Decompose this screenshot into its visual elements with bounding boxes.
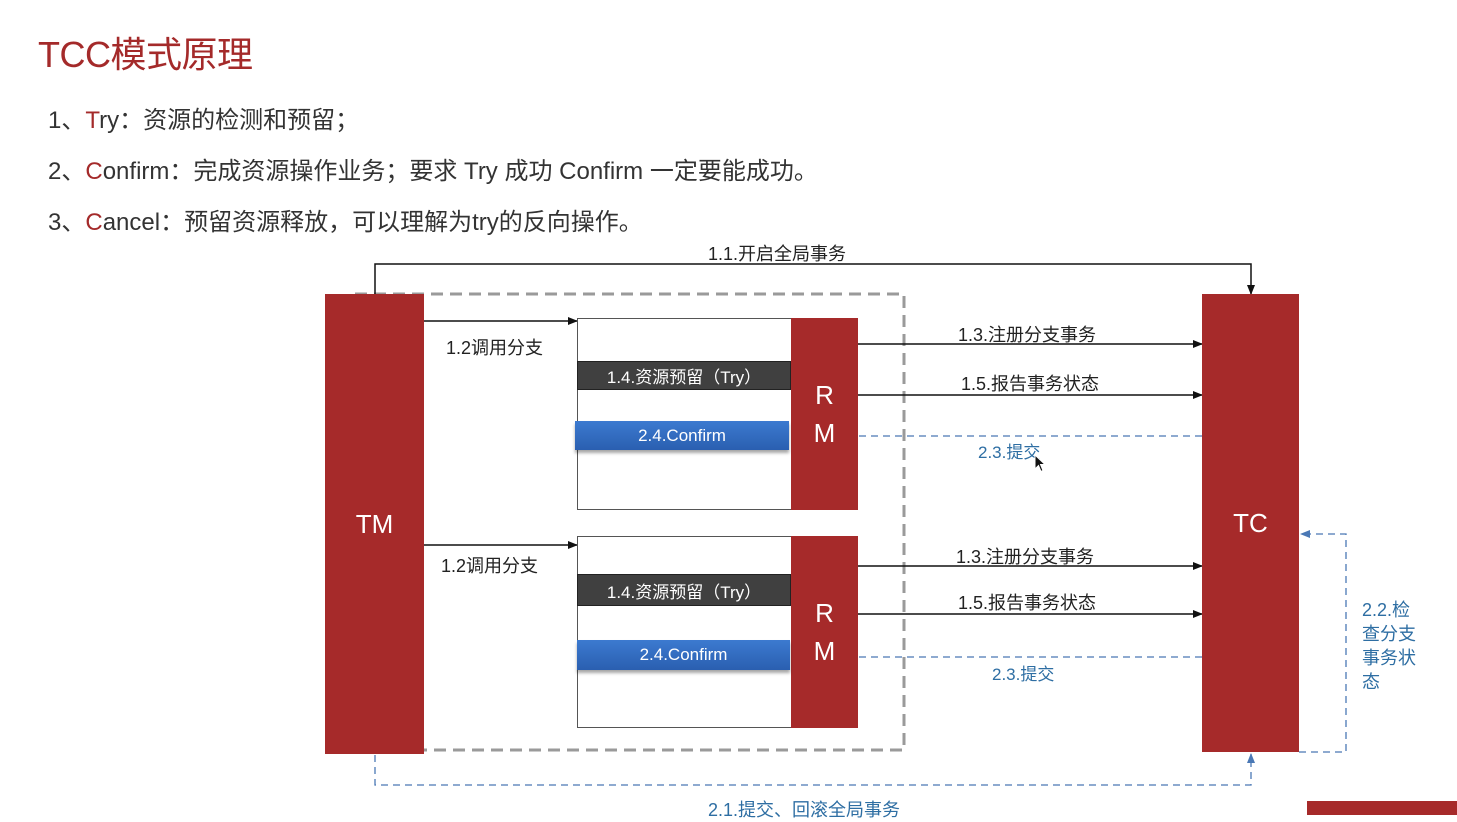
point-confirm: 2、Confirm：完成资源操作业务；要求 Try 成功 Confirm 一定要… xyxy=(48,158,818,185)
mouse-cursor-icon xyxy=(1034,454,1047,473)
footer-decoration xyxy=(1307,801,1457,815)
confirm-2: 2.4.Confirm xyxy=(577,640,790,670)
confirm-1: 2.4.Confirm xyxy=(575,421,789,450)
tm-box: TM xyxy=(325,294,424,754)
page-title: TCC模式原理 xyxy=(38,34,253,75)
commit-rollback-label: 2.1.提交、回滚全局事务 xyxy=(708,800,901,820)
global-transaction-boundary xyxy=(353,292,906,752)
register-branch-label-2: 1.3.注册分支事务 xyxy=(956,547,1095,567)
call-branch-label-1: 1.2调用分支 xyxy=(446,338,544,358)
point-cancel: 3、Cancel：预留资源释放，可以理解为try的反向操作。 xyxy=(48,209,643,236)
rm-box-1: R M xyxy=(791,318,858,510)
call-branch-label-2: 1.2调用分支 xyxy=(441,556,539,576)
rm-m-label: M xyxy=(813,418,836,448)
register-branch-label-1: 1.3.注册分支事务 xyxy=(958,325,1097,345)
rm-box-2: R M xyxy=(791,536,858,728)
commit-label-1: 2.3.提交 xyxy=(978,443,1041,462)
tc-box: TC xyxy=(1202,294,1299,752)
reserve-try-2: 1.4.资源预留（Try） xyxy=(577,574,791,606)
check-branch-arrow xyxy=(1299,530,1347,753)
report-status-label-1: 1.5.报告事务状态 xyxy=(961,374,1100,394)
branch-container-2 xyxy=(577,536,793,728)
rm-r-label: R xyxy=(815,380,834,410)
rm-m-label: M xyxy=(813,636,836,666)
point-try: 1、Try：资源的检测和预留； xyxy=(48,107,360,134)
begin-global-label: 1.1.开启全局事务 xyxy=(708,244,847,264)
begin-global-arrow xyxy=(374,263,1255,295)
commit-rollback-arrow xyxy=(374,753,1255,786)
check-branch-label: 2.2.检查分支事务状态 xyxy=(1362,600,1416,692)
commit-label-2: 2.3.提交 xyxy=(992,665,1055,684)
branch-container-1 xyxy=(577,318,793,510)
report-status-label-2: 1.5.报告事务状态 xyxy=(958,593,1097,613)
reserve-try-1: 1.4.资源预留（Try） xyxy=(577,361,791,390)
rm-r-label: R xyxy=(815,598,834,628)
